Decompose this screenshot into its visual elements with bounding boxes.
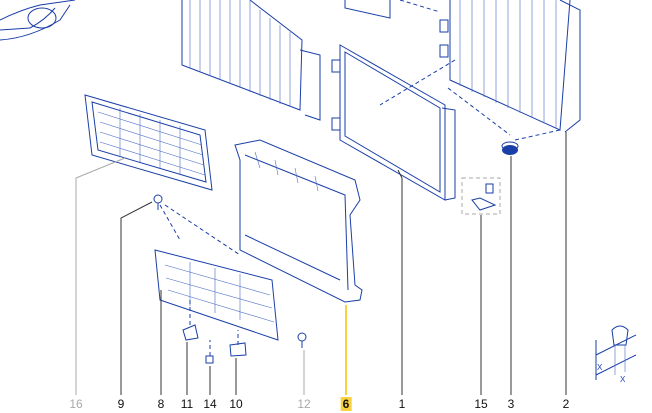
clip-part-9[interactable] bbox=[153, 194, 163, 210]
callout-1[interactable]: 1 bbox=[398, 397, 406, 411]
callout-2[interactable]: 2 bbox=[562, 397, 570, 411]
callout-16[interactable]: 16 bbox=[69, 397, 83, 411]
condenser-upper-left[interactable] bbox=[181, 0, 321, 121]
clip-part-12[interactable] bbox=[297, 332, 307, 348]
grommet-part-3[interactable] bbox=[501, 141, 519, 155]
callout-12[interactable]: 12 bbox=[297, 397, 311, 411]
callout-8[interactable]: 8 bbox=[157, 397, 165, 411]
grille-part-16[interactable] bbox=[84, 94, 213, 191]
callout-14[interactable]: 14 bbox=[203, 397, 217, 411]
air-deflector-part-6[interactable] bbox=[234, 139, 363, 303]
leader-lines bbox=[75, 132, 567, 395]
bolt-kit-part-15[interactable] bbox=[461, 177, 501, 215]
bracket-part-11[interactable] bbox=[182, 324, 199, 341]
callout-6-selected[interactable]: 6 bbox=[340, 397, 352, 411]
svg-text:X: X bbox=[597, 363, 603, 372]
radiator-part-2[interactable] bbox=[439, 0, 581, 133]
callout-9[interactable]: 9 bbox=[117, 397, 125, 411]
vehicle-corner-illustration bbox=[0, 0, 76, 41]
fastener-detail-symbol: X X bbox=[595, 325, 637, 384]
callout-11[interactable]: 11 bbox=[180, 397, 194, 411]
bracket-part-10[interactable] bbox=[229, 342, 247, 357]
upper-bracket[interactable] bbox=[344, 0, 391, 19]
callout-15[interactable]: 15 bbox=[474, 397, 488, 411]
radiator-part-1[interactable] bbox=[331, 44, 456, 201]
callout-3[interactable]: 3 bbox=[507, 397, 515, 411]
svg-text:X: X bbox=[620, 375, 626, 384]
clip-part-14[interactable] bbox=[205, 355, 214, 364]
lower-grille-part-8[interactable] bbox=[154, 249, 279, 341]
callout-10[interactable]: 10 bbox=[229, 397, 243, 411]
